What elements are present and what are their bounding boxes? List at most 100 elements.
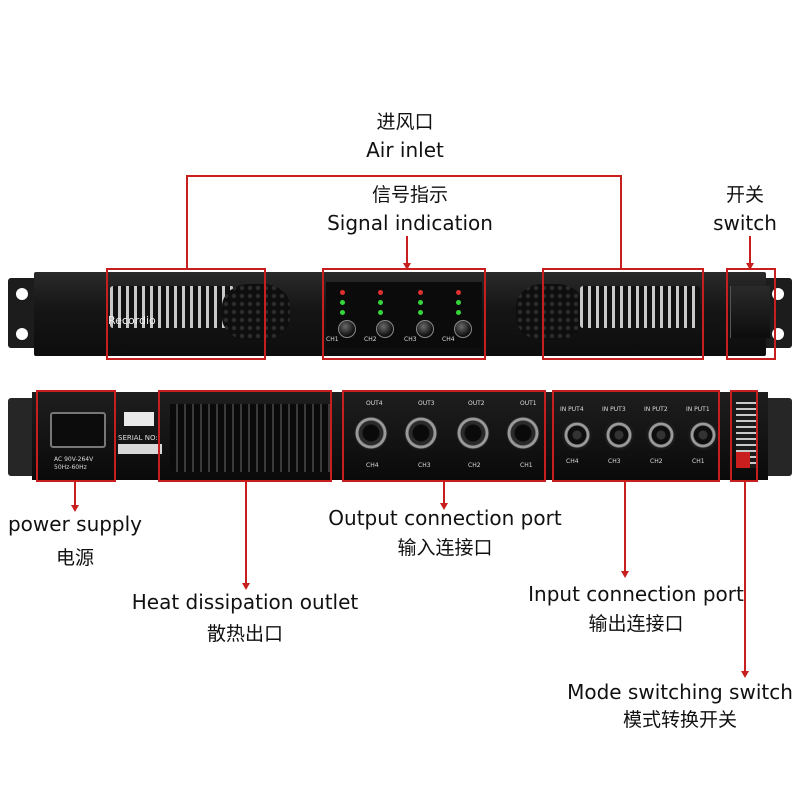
heat-outlet-label-zh: 散热出口 [206, 623, 283, 645]
output-ch3-label: CH3 [418, 462, 431, 469]
output-ch4-label: CH4 [366, 462, 379, 469]
front-ch3-label: CH3 [404, 336, 417, 343]
switch-label: 开关 switch [700, 181, 790, 237]
heat-outlet-label-en: Heat dissipation outlet [131, 590, 359, 614]
power-supply-arrow [71, 482, 79, 512]
mode-switch-label-zh: 模式转换开关 [622, 709, 737, 731]
led-green-icon [456, 310, 461, 315]
mode-dip-switch[interactable] [736, 402, 758, 468]
led-green-icon [418, 300, 423, 305]
heat-outlet-label: Heat dissipation outlet 散热出口 [112, 588, 378, 648]
switch-label-zh: 开关 [725, 184, 764, 206]
ch1-volume-knob[interactable] [338, 320, 356, 338]
input-port-label-zh: 输出连接口 [588, 613, 684, 635]
xlr-input-3[interactable] [604, 420, 634, 450]
power-supply-highlight [36, 390, 116, 482]
front-ch4-label: CH4 [442, 336, 455, 343]
out1-label: OUT1 [520, 400, 537, 407]
output-port-label-en: Output connection port [328, 506, 562, 530]
heat-outlet-arrow [242, 482, 250, 590]
speakon-output-3[interactable] [404, 416, 438, 450]
led-green-icon [340, 310, 345, 315]
output-ch2-label: CH2 [468, 462, 481, 469]
input4-label: IN PUT4 [560, 406, 584, 413]
speakon-output-4[interactable] [354, 416, 388, 450]
brand-logo: Recordio [108, 314, 156, 327]
out3-label: OUT3 [418, 400, 435, 407]
right-air-vent [580, 286, 700, 328]
rear-chassis [32, 392, 768, 480]
out4-label: OUT4 [366, 400, 383, 407]
freq-rating-label: 50Hz-60Hz [54, 464, 87, 471]
speakon-output-2[interactable] [456, 416, 490, 450]
front-ch2-label: CH2 [364, 336, 377, 343]
heat-dissipation-vent [170, 404, 332, 472]
led-red-icon [418, 290, 423, 295]
rear-right-rack-ear [764, 398, 792, 476]
ac-rating-label: AC 90V-264V [54, 456, 94, 463]
led-red-icon [340, 290, 345, 295]
air-inlet-label-en: Air inlet [366, 138, 444, 162]
xlr-input-1[interactable] [688, 420, 718, 450]
out2-label: OUT2 [468, 400, 485, 407]
input-port-label: Input connection port 输出连接口 [520, 580, 752, 638]
ch2-volume-knob[interactable] [376, 320, 394, 338]
input-ch1-label: CH1 [692, 458, 705, 465]
air-inlet-label-zh: 进风口 [376, 111, 434, 133]
serial-number-plate [118, 444, 162, 454]
air-inlet-line-right [620, 175, 622, 270]
air-inlet-line-h [186, 175, 622, 177]
input2-label: IN PUT2 [644, 406, 668, 413]
mode-switch-highlight [730, 390, 758, 482]
mode-switch-arrow [741, 482, 749, 678]
xlr-input-2[interactable] [646, 420, 676, 450]
xlr-input-4[interactable] [562, 420, 592, 450]
switch-highlight [726, 268, 776, 360]
input-ch2-label: CH2 [650, 458, 663, 465]
input-ch4-label: CH4 [566, 458, 579, 465]
air-inlet-label: 进风口 Air inlet [330, 108, 480, 164]
output-port-arrow [440, 482, 448, 510]
led-green-icon [378, 310, 383, 315]
front-ch1-label: CH1 [326, 336, 339, 343]
ac-power-inlet[interactable] [50, 412, 106, 448]
ch3-volume-knob[interactable] [416, 320, 434, 338]
ch4-volume-knob[interactable] [454, 320, 472, 338]
output-ch1-label: CH1 [520, 462, 533, 469]
led-red-icon [378, 290, 383, 295]
signal-indication-label-en: Signal indication [327, 211, 493, 235]
mode-switch-label: Mode switching switch 模式转换开关 [562, 678, 798, 734]
output-port-label-zh: 输入连接口 [397, 537, 493, 559]
led-green-icon [418, 310, 423, 315]
signal-indication-label-zh: 信号指示 [371, 184, 448, 206]
mode-dip-switch-block[interactable] [736, 452, 750, 468]
left-air-vent [110, 286, 234, 328]
switch-arrow [746, 236, 754, 270]
left-hex-grille [222, 284, 290, 340]
amplifier-rear-panel: AC 90V-264V 50Hz-60Hz SERIAL NO: OUT4 OU… [8, 392, 792, 484]
air-inlet-left-highlight [106, 268, 266, 360]
heat-outlet-highlight [158, 390, 332, 482]
power-switch[interactable] [730, 286, 770, 338]
input-port-highlight [552, 390, 720, 482]
output-port-label: Output connection port 输入连接口 [310, 504, 580, 562]
signal-indication-label: 信号指示 Signal indication [310, 181, 510, 237]
led-green-icon [456, 300, 461, 305]
air-inlet-line-left [186, 175, 188, 270]
signal-indication-highlight [322, 268, 486, 360]
rack-hole-icon [16, 288, 28, 300]
air-inlet-right-highlight [542, 268, 704, 360]
rear-left-rack-ear [8, 398, 36, 476]
power-supply-label-zh: 电源 [55, 547, 94, 569]
serial-number-label: SERIAL NO: [118, 434, 158, 442]
input-port-arrow [621, 482, 629, 578]
input3-label: IN PUT3 [602, 406, 626, 413]
speakon-output-1[interactable] [506, 416, 540, 450]
input-ch3-label: CH3 [608, 458, 621, 465]
led-green-icon [340, 300, 345, 305]
signal-indication-arrow [403, 236, 411, 270]
led-red-icon [456, 290, 461, 295]
power-supply-label: power supply 电源 [0, 510, 150, 572]
warning-sticker-icon [124, 412, 154, 426]
rack-hole-icon [16, 328, 28, 340]
